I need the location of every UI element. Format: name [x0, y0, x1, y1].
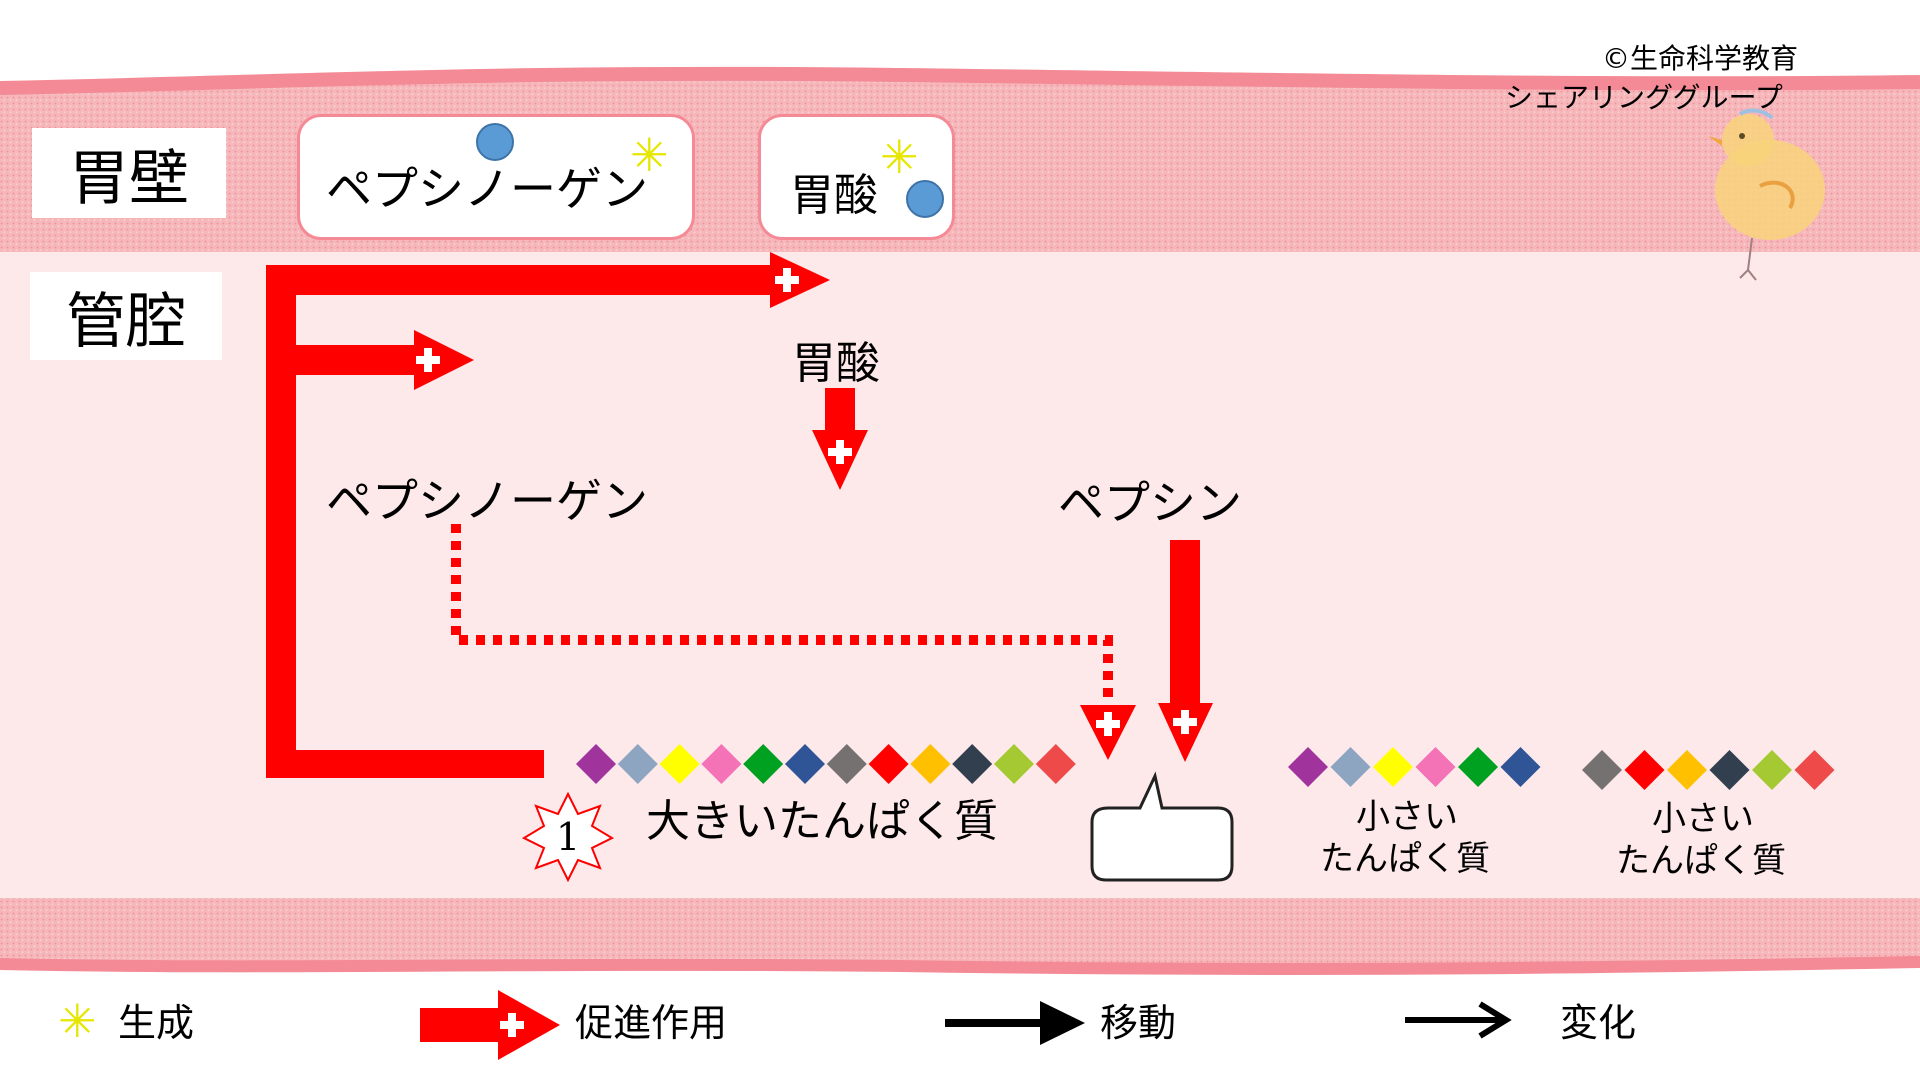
large-protein-diamond-2 — [617, 744, 658, 784]
small-protein-2-line1: 小さい — [1652, 799, 1754, 839]
speech-bubble — [1090, 771, 1234, 882]
copyright-line2: シェアリンググループ — [1505, 81, 1783, 114]
small-protein-2-diamond-6 — [1794, 750, 1835, 790]
large-protein-diamond-7 — [826, 744, 867, 784]
promote-branch-bar — [296, 345, 418, 375]
legend-move-label: 移動 — [1100, 1001, 1177, 1045]
lumen-pepsin-label: ペプシン — [1058, 476, 1242, 530]
small-protein-1-diamond-chain — [1288, 747, 1541, 787]
small-protein-2-diamond-chain — [1582, 750, 1835, 790]
small-protein-1-diamond-2 — [1330, 747, 1371, 787]
pepsin-down-shaft — [1170, 540, 1200, 705]
small-protein-1-diamond-3 — [1373, 747, 1413, 787]
legend-promote-label: 促進作用 — [575, 1001, 728, 1045]
small-protein-1-line2: たんぱく質 — [1320, 839, 1490, 879]
wall-acid-blue-molecule — [906, 180, 944, 218]
wall-pepsinogen-blue-molecule — [476, 123, 514, 161]
large-protein-diamond-4 — [701, 744, 742, 784]
bottom-wall-edge — [0, 956, 1920, 975]
legend-promote-shaft — [420, 1008, 500, 1042]
promote-plus-h-3 — [828, 448, 852, 456]
large-protein-diamond-5 — [743, 744, 784, 784]
small-protein-1-diamond-5 — [1458, 747, 1498, 787]
large-protein-diamond-6 — [785, 744, 825, 784]
large-protein-label: 大きいたんぱく質 — [646, 796, 998, 847]
acid-cell-box — [758, 114, 955, 240]
large-protein-diamond-3 — [659, 744, 700, 784]
bottom-wall — [0, 898, 1920, 969]
acid-down-shaft — [825, 388, 855, 432]
promote-plus-h-2 — [416, 356, 440, 364]
small-protein-2-diamond-4 — [1709, 750, 1750, 790]
large-protein-diamond-chain — [576, 744, 1076, 784]
small-protein-2-diamond-3 — [1667, 750, 1707, 790]
stomach-wall-label: 胃壁 — [69, 143, 189, 214]
promote-arrowhead-to-pepsinogen — [414, 330, 474, 390]
step-burst-icon — [521, 791, 615, 883]
wall-pepsinogen-generate-star-icon: ✳ — [630, 128, 669, 182]
large-protein-diamond-12 — [1035, 744, 1076, 784]
small-protein-2-line2: たんぱく質 — [1616, 841, 1786, 881]
small-protein-2-diamond-5 — [1752, 750, 1792, 790]
chick-mascot-icon — [1708, 108, 1825, 281]
top-wall-edge — [0, 66, 1920, 95]
copyright-line1: ©生命科学教育 — [1602, 42, 1799, 75]
legend-promote-arrowhead — [498, 990, 560, 1060]
wall-acid-label: 胃酸 — [790, 170, 878, 221]
small-protein-1-diamond-1 — [1288, 747, 1328, 787]
large-protein-diamond-11 — [994, 744, 1034, 784]
lumen-label: 管腔 — [66, 286, 186, 357]
promote-plus-h-1 — [775, 276, 799, 284]
promote-plus-h-4 — [1096, 720, 1120, 728]
lumen-pepsinogen-label: ペプシノーゲン — [326, 474, 648, 528]
large-protein-diamond-1 — [576, 744, 616, 784]
small-protein-1-diamond-4 — [1415, 747, 1456, 787]
legend-generate-label: 生成 — [118, 1001, 195, 1045]
stomach-wall-label-box: 胃壁 — [32, 128, 226, 218]
lumen-label-box: 管腔 — [30, 272, 222, 360]
small-protein-2-diamond-2 — [1624, 750, 1665, 790]
large-protein-diamond-10 — [952, 744, 993, 784]
promote-arrowhead-to-acid — [770, 252, 830, 308]
legend-change-label: 変化 — [1560, 1001, 1637, 1045]
promote-plus-h-5 — [1173, 718, 1197, 726]
small-protein-2-diamond-1 — [1582, 750, 1622, 790]
legend-change-arrowhead — [1478, 1001, 1512, 1039]
lumen-acid-label: 胃酸 — [792, 338, 880, 389]
step-number: 1 — [556, 815, 581, 859]
small-protein-1-line1: 小さい — [1356, 797, 1458, 837]
small-protein-1-diamond-6 — [1500, 747, 1541, 787]
legend-move-arrowhead — [1040, 1001, 1085, 1045]
large-protein-diamond-9 — [910, 744, 951, 784]
wall-acid-generate-star-icon: ✳ — [880, 130, 919, 184]
wall-pepsinogen-label: ペプシノーゲン — [326, 162, 648, 216]
legend-promote-plus-h — [500, 1021, 524, 1029]
legend-move-shaft — [945, 1019, 1045, 1027]
legend-generate-star-icon: ✳ — [58, 994, 97, 1048]
large-protein-diamond-8 — [868, 744, 909, 784]
pepsinogen-dotted-path — [451, 524, 1113, 700]
